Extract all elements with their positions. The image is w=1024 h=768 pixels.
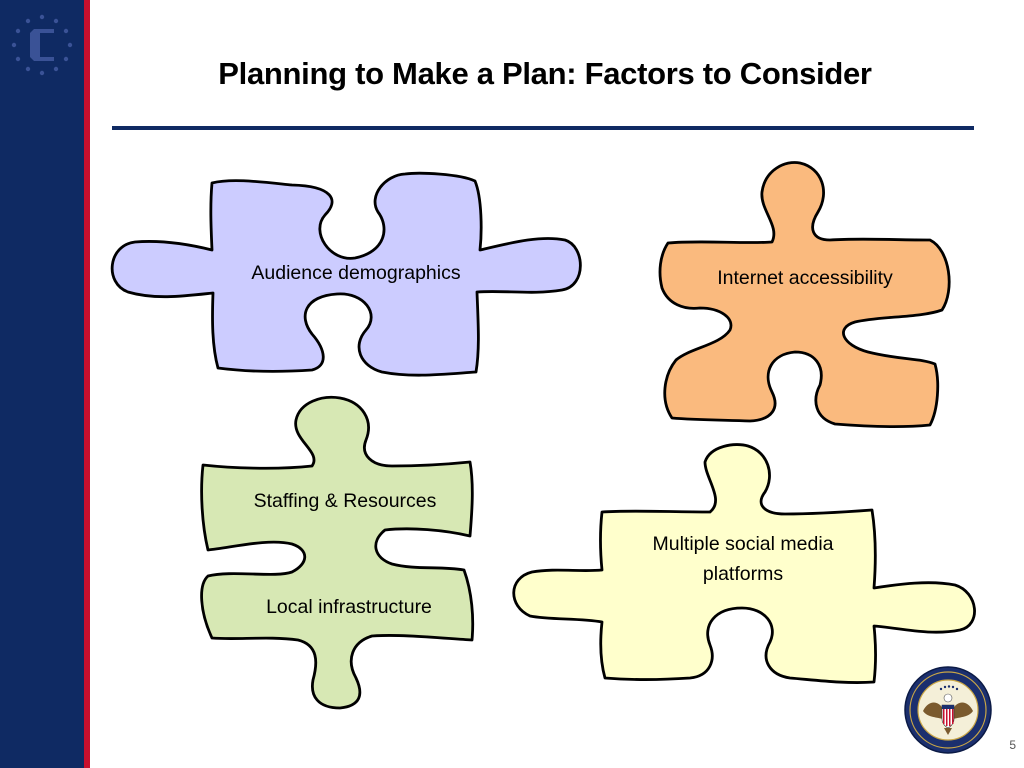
social-media-label-line1: Multiple social media [652,533,834,555]
puzzle-piece-audience [110,171,582,377]
local-infrastructure-label: Local infrastructure [266,596,432,618]
slide-title: Planning to Make a Plan: Factors to Cons… [218,56,872,91]
puzzle-piece-social [512,443,976,684]
sidebar-band [0,0,90,768]
staffing-resources-label: Staffing & Resources [253,490,437,512]
puzzle-piece-internet [658,161,951,428]
department-of-state-seal-icon [904,666,992,754]
title-rule [112,126,974,130]
social-media-label-line2: platforms [702,563,784,585]
audience-demographics-label: Audience demographics [251,262,461,284]
puzzle-piece-staffing [200,395,475,710]
c-star-logo-icon [11,14,73,76]
page-number: 5 [1009,738,1016,752]
internet-accessibility-label: Internet accessibility [717,267,893,289]
